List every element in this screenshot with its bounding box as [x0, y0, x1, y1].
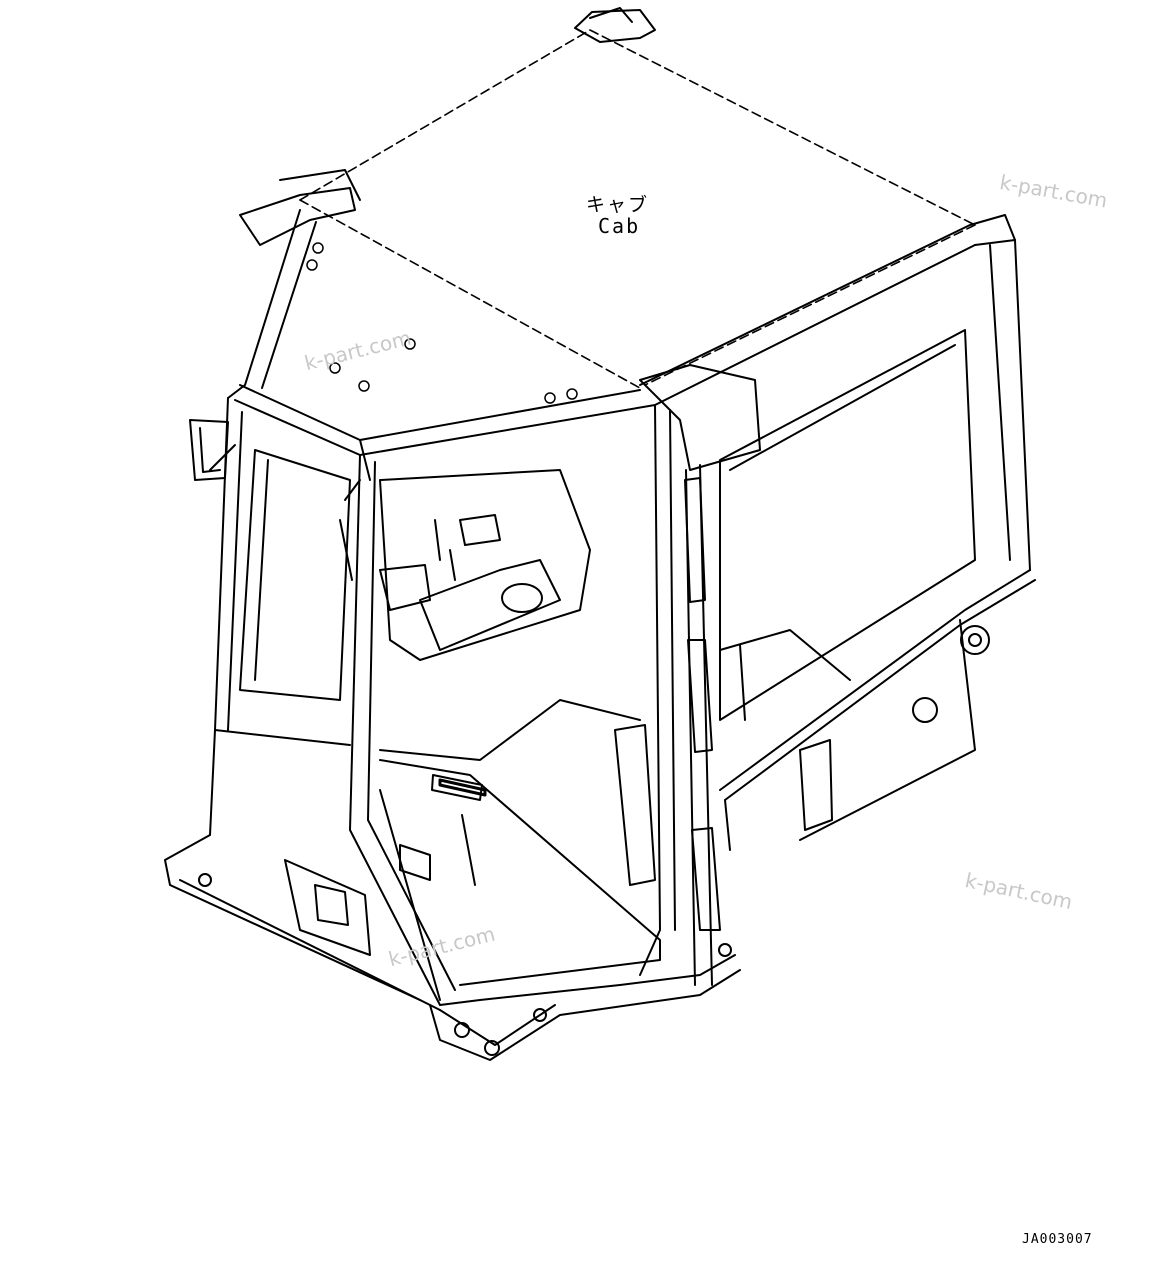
roof-outline — [299, 29, 976, 389]
right-front-pillar — [639, 404, 721, 986]
center-front-pillar — [339, 454, 456, 1006]
right-roof-rim — [639, 214, 1031, 571]
drawing-code: JA003007 — [1022, 1232, 1093, 1247]
right-side-body — [719, 329, 1036, 851]
left-lower-panel — [164, 729, 441, 1011]
roof-bolts — [306, 242, 578, 404]
part-label-japanese: キャブ — [586, 194, 650, 216]
interior-bracket — [379, 469, 591, 661]
roof-top-bracket — [574, 7, 656, 43]
left-front-pillar — [189, 397, 351, 836]
part-label-english: Cab — [598, 214, 641, 238]
base-plate — [429, 943, 741, 1061]
floor-frame — [379, 699, 736, 1006]
